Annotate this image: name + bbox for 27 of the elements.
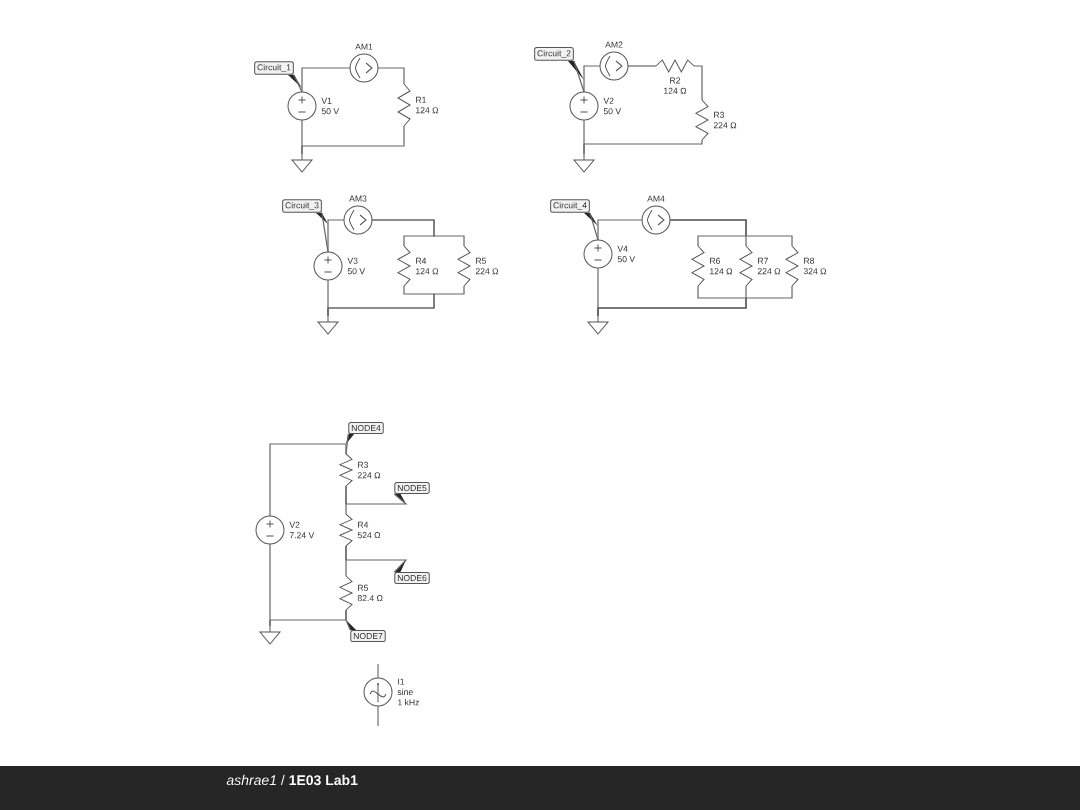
ground-symbol: [259, 625, 281, 645]
wire: [301, 119, 303, 155]
ground-symbol: [291, 153, 313, 173]
wire: [345, 485, 408, 505]
wire: [301, 67, 351, 93]
wire: [345, 545, 408, 573]
wire: [583, 65, 601, 93]
wire: [269, 543, 271, 627]
wire: [293, 74, 303, 93]
wire: [589, 212, 599, 241]
wire: [627, 65, 657, 67]
wire: [693, 65, 703, 101]
wire: [269, 609, 347, 627]
wire: [327, 219, 345, 253]
wire: [371, 219, 465, 247]
ground-symbol: [573, 153, 595, 173]
wire: [269, 443, 347, 517]
ground-symbol: [317, 315, 339, 335]
ground-symbol: [587, 315, 609, 335]
wire: [377, 67, 405, 85]
wire: [597, 267, 599, 317]
wire: [669, 219, 793, 247]
wire: [573, 60, 585, 93]
wire: [583, 119, 585, 155]
wire: [597, 219, 643, 241]
wire: [321, 212, 329, 253]
wire: [327, 279, 329, 317]
